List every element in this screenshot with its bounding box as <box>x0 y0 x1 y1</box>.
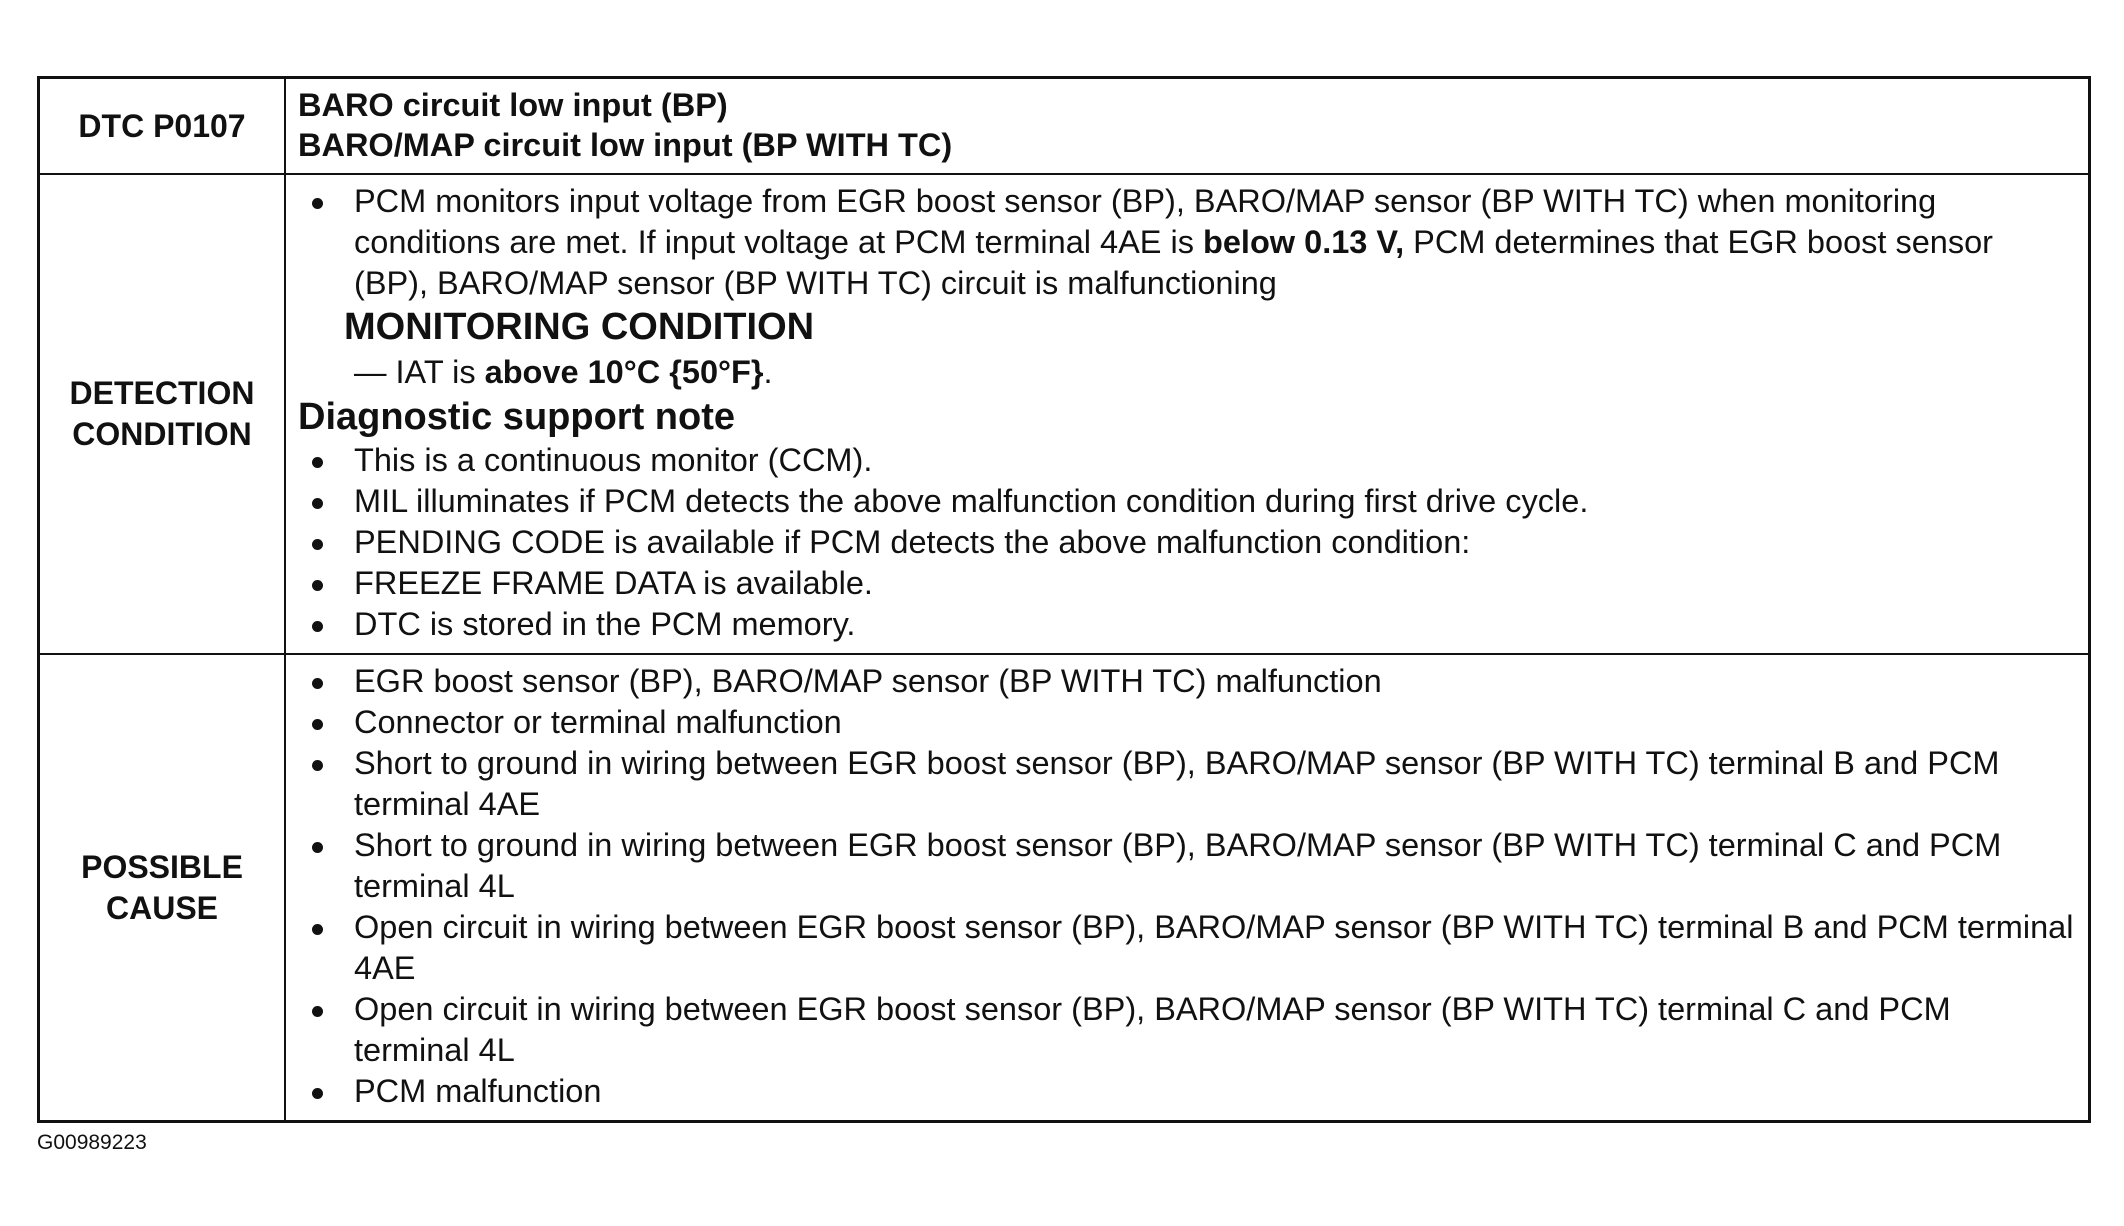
dtc-title-line-1: BARO circuit low input (BP) <box>298 87 728 123</box>
detection-intro-text-2: PCM determines that EGR boost sensor (BP… <box>354 224 1993 301</box>
dtc-table: DTC P0107 BARO circuit low input (BP) BA… <box>37 76 2091 1123</box>
detection-content: PCM monitors input voltage from EGR boos… <box>284 173 2091 655</box>
dtc-title-line-2: BARO/MAP circuit low input (BP WITH TC) <box>298 127 953 163</box>
monitoring-temperature: above 10°C {50°F} <box>484 354 764 390</box>
cause-item: Connector or terminal malfunction <box>298 702 2074 743</box>
monitoring-condition-line: — IAT is above 10°C {50°F}. <box>298 350 2074 394</box>
diagnostic-support-heading: Diagnostic support note <box>298 396 735 438</box>
diagnostic-note-item: FREEZE FRAME DATA is available. <box>298 563 2074 604</box>
monitoring-suffix: . <box>763 354 773 390</box>
diagnostic-note-item: This is a continuous monitor (CCM). <box>298 440 2074 481</box>
possible-cause-row: POSSIBLE CAUSE EGR boost sensor (BP), BA… <box>37 653 2091 1123</box>
diagnostic-notes-list: This is a continuous monitor (CCM). MIL … <box>298 440 2074 645</box>
possible-cause-content: EGR boost sensor (BP), BARO/MAP sensor (… <box>284 653 2091 1123</box>
diagnostic-note-item: DTC is stored in the PCM memory. <box>298 604 2074 645</box>
detection-condition-label: DETECTION CONDITION <box>37 173 286 655</box>
cause-item: Short to ground in wiring between EGR bo… <box>298 825 2074 907</box>
diagnostic-note-item: MIL illuminates if PCM detects the above… <box>298 481 2074 522</box>
diagnostic-note-item: PENDING CODE is available if PCM detects… <box>298 522 2074 563</box>
possible-cause-list: EGR boost sensor (BP), BARO/MAP sensor (… <box>298 661 2074 1112</box>
possible-cause-label-text: POSSIBLE CAUSE <box>81 848 243 926</box>
dtc-title-cell: BARO circuit low input (BP) BARO/MAP cir… <box>284 76 2091 175</box>
figure-id-caption: G00989223 <box>37 1131 147 1154</box>
detection-threshold: below 0.13 V, <box>1203 224 1405 260</box>
header-row: DTC P0107 BARO circuit low input (BP) BA… <box>37 76 2091 175</box>
detection-intro-list: PCM monitors input voltage from EGR boos… <box>298 181 2074 304</box>
detection-label-text: DETECTION CONDITION <box>69 375 255 452</box>
cause-item: Open circuit in wiring between EGR boost… <box>298 989 2074 1071</box>
detection-row: DETECTION CONDITION PCM monitors input v… <box>37 173 2091 655</box>
cause-item: Short to ground in wiring between EGR bo… <box>298 743 2074 825</box>
detection-intro-text-1: PCM monitors input voltage from EGR boos… <box>354 183 1937 260</box>
monitoring-condition-heading: MONITORING CONDITION <box>344 306 815 348</box>
dtc-code-label: DTC P0107 <box>37 76 286 175</box>
cause-item: Open circuit in wiring between EGR boost… <box>298 907 2074 989</box>
cause-item: EGR boost sensor (BP), BARO/MAP sensor (… <box>298 661 2074 702</box>
cause-item: PCM malfunction <box>298 1071 2074 1112</box>
detection-intro-item: PCM monitors input voltage from EGR boos… <box>298 181 2074 304</box>
monitoring-prefix: — IAT is <box>354 354 485 390</box>
possible-cause-label: POSSIBLE CAUSE <box>37 653 286 1123</box>
